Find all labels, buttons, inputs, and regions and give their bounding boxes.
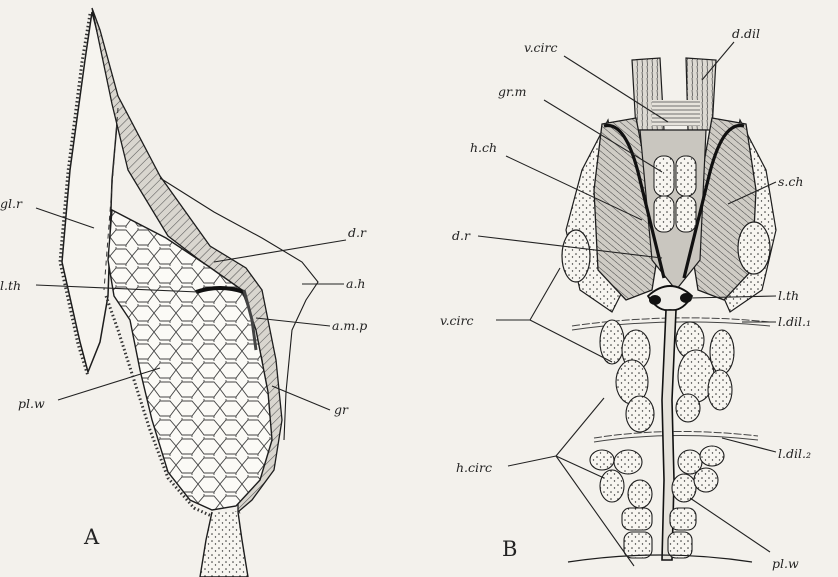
label-l-th-a: l.th: [0, 278, 21, 293]
panel-label-b: B: [502, 537, 517, 561]
label-gr: gr: [334, 402, 349, 417]
label-d-r-b: d.r: [452, 228, 471, 243]
label-a-h: a.h: [346, 276, 365, 291]
leader-h-circ-1: [508, 456, 556, 466]
leader-d-r-a: [214, 240, 346, 262]
label-d-r-a: d.r: [348, 225, 367, 240]
pulvinar-body-shape: [108, 210, 272, 510]
label-l-dil-1: l.dil.₁: [778, 314, 811, 329]
gr-m-cell-3: [654, 196, 674, 232]
label-l-dil-2: l.dil.₂: [778, 446, 811, 461]
l-th-dot-left: [649, 295, 661, 305]
leader-v-circ-2: [530, 268, 560, 320]
leader-h-circ-2: [556, 398, 604, 456]
label-h-ch: h.ch: [470, 140, 497, 155]
gr-m-cell-1: [654, 156, 674, 196]
figure-b: v.circ d.dil gr.m h.ch s.ch d.r l.th v.c…: [440, 26, 811, 571]
label-pl-w-b: pl.w: [772, 556, 799, 571]
label-v-circ: v.circ: [440, 313, 474, 328]
base-membrane: [568, 555, 752, 562]
l-dil-2-band: [594, 431, 758, 438]
figure-a: gl.r d.r l.th a.h a.m.p pl.w gr A: [0, 8, 367, 577]
blob-right: [738, 222, 770, 274]
stalk-shape: [200, 512, 248, 577]
label-v-circ-top: v.circ: [524, 40, 558, 55]
label-l-th-b: l.th: [778, 288, 799, 303]
label-h-circ: h.circ: [456, 460, 492, 475]
label-gl-r: gl.r: [0, 196, 23, 211]
blob-left: [562, 230, 590, 282]
label-pl-w-a: pl.w: [18, 396, 45, 411]
label-gr-m: gr.m: [498, 84, 526, 99]
gr-m-cell-4: [676, 196, 696, 232]
label-d-dil: d.dil: [732, 26, 760, 41]
leader-pl-w-b: [690, 498, 770, 552]
h-circ-cells: [590, 320, 734, 558]
v-circ-top-band: [652, 100, 700, 126]
gr-m-cell-2: [676, 156, 696, 196]
label-s-ch: s.ch: [778, 174, 803, 189]
leader-l-dil-2: [722, 438, 776, 452]
label-a-m-p: a.m.p: [332, 318, 367, 333]
panel-label-a: A: [83, 525, 100, 549]
